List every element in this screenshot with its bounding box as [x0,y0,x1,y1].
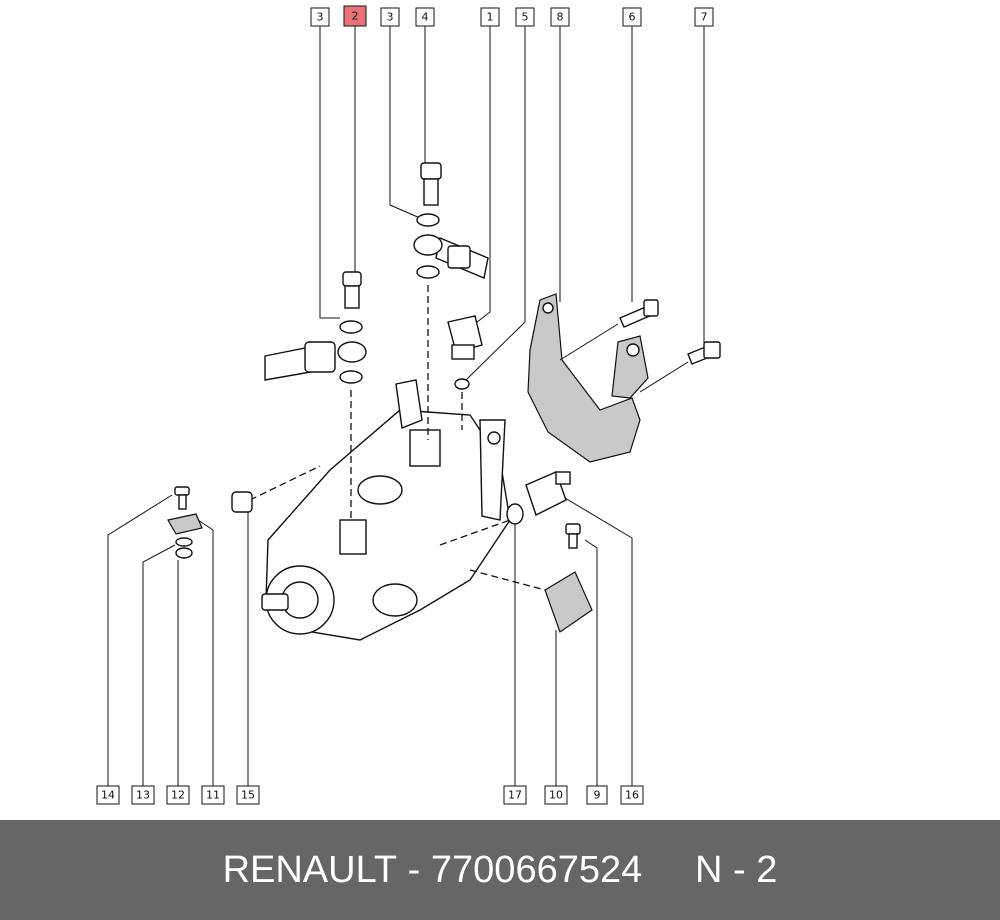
svg-text:2: 2 [352,10,359,23]
svg-text:11: 11 [206,789,220,802]
callout-top-7: 6 [622,7,642,27]
svg-text:10: 10 [549,789,563,802]
parts-diagram: 3 2 3 4 1 5 8 6 7 14 13 12 11 15 17 10 9… [96,5,721,805]
svg-text:14: 14 [101,789,115,802]
fuel-pipe-right [413,234,489,279]
svg-text:3: 3 [387,11,394,24]
leader-lines-bottom [107,494,633,786]
callout-top-5: 5 [515,7,535,27]
injection-pump [261,379,511,641]
callout-top-3: 4 [415,7,435,27]
callout-bottom-1: 13 [131,785,155,805]
svg-text:8: 8 [557,11,564,24]
callout-top-6: 8 [550,7,570,27]
callout-top-4: 1 [480,7,500,27]
svg-text:6: 6 [629,11,636,24]
callout-bottom-2: 12 [166,785,190,805]
bolt-6 [559,299,659,361]
callout-top-0: 3 [310,7,330,27]
leader-lines-top [319,26,705,381]
banjo-bolt-4 [416,162,442,279]
svg-text:15: 15 [241,789,255,802]
svg-text:13: 13 [136,789,150,802]
callout-bottom-6: 10 [544,785,568,805]
svg-text:16: 16 [625,789,639,802]
svg-text:7: 7 [701,11,708,24]
part-number: 7700667524 [430,848,643,891]
callout-bottom-7: 9 [586,785,608,805]
separator: - [397,848,431,891]
callouts-top: 3 2 3 4 1 5 8 6 7 [310,5,714,27]
svg-text:1: 1 [487,11,494,24]
footer-banner: RENAULT - 7700667524 N - 2 [0,820,1000,920]
plug-15 [231,491,253,513]
brand-name: RENAULT [222,848,398,891]
callout-top-2: 3 [380,7,400,27]
svg-text:12: 12 [171,789,185,802]
sensor-16 [506,471,571,525]
svg-text:5: 5 [522,11,529,24]
bolt-14-clip-11 [167,486,203,559]
callout-bottom-8: 16 [620,785,644,805]
svg-text:4: 4 [422,11,429,24]
fuel-pipe-left [264,341,367,381]
spacer [642,849,695,892]
callout-bottom-3: 11 [201,785,225,805]
callout-top-8: 7 [694,7,714,27]
svg-text:3: 3 [317,11,324,24]
stop-solenoid [447,315,483,390]
callouts-bottom: 14 13 12 11 15 17 10 9 16 [96,785,644,805]
svg-text:9: 9 [594,789,601,802]
callout-bottom-0: 14 [96,785,120,805]
banjo-bolt-2 [339,271,363,384]
svg-text:17: 17 [508,789,522,802]
callout-bottom-5: 17 [503,785,527,805]
assembly-lines [249,285,546,591]
callout-top-1: 2 [343,5,367,27]
bracket [527,293,649,463]
page-note: N - 2 [695,848,778,891]
callout-bottom-4: 15 [236,785,260,805]
bolt-7 [639,341,721,393]
module-10 [544,523,593,633]
